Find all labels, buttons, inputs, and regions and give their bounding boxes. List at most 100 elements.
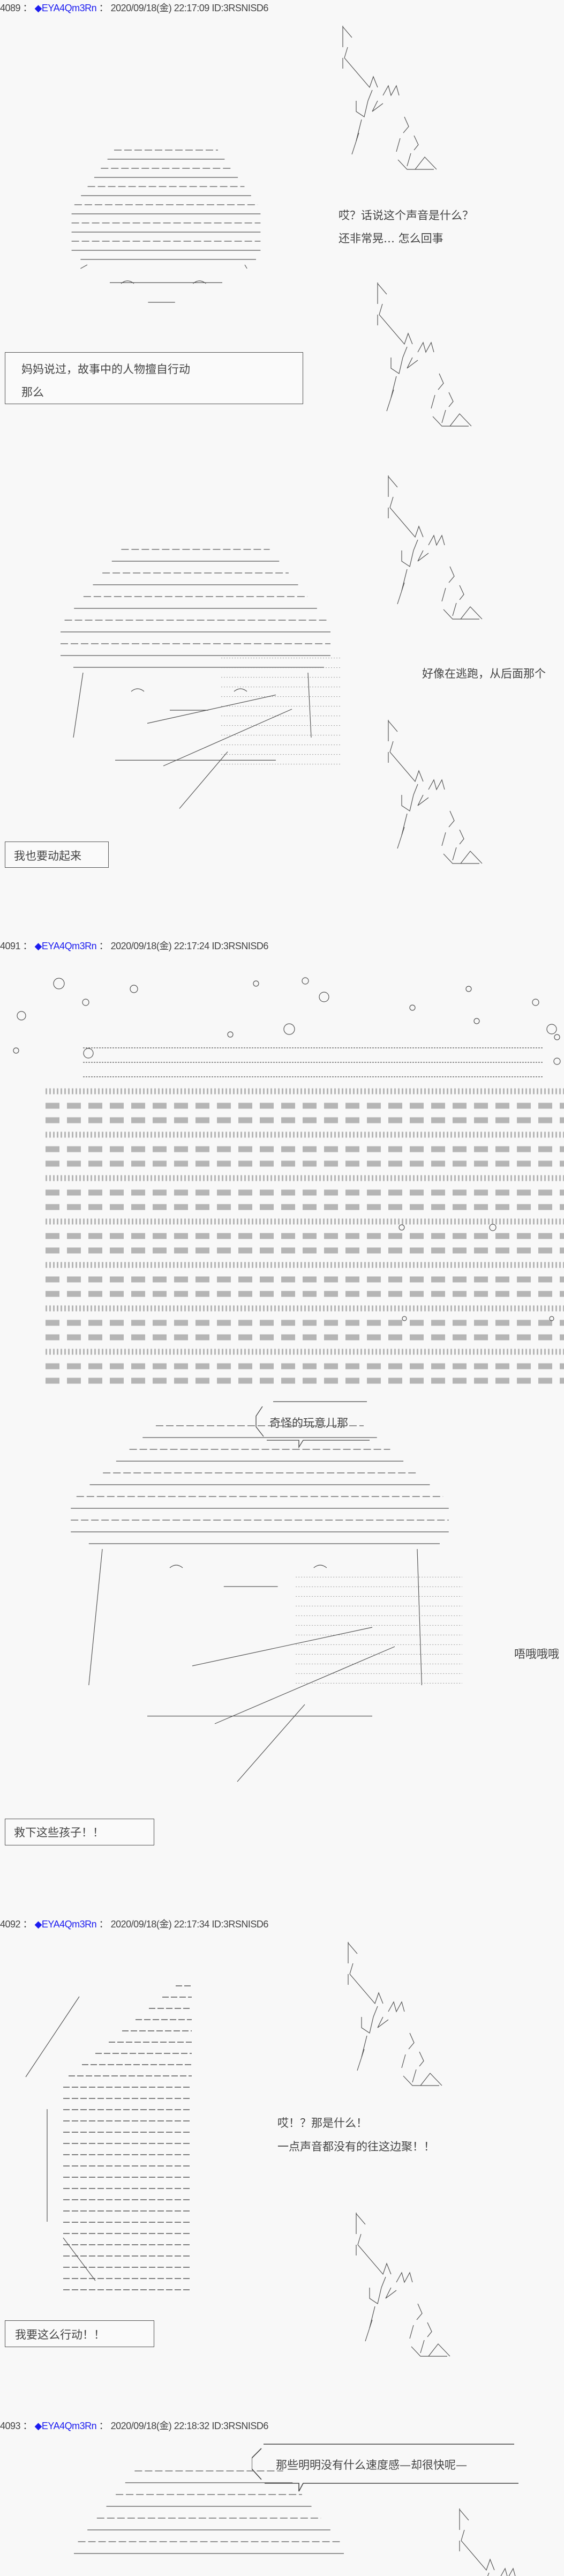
bubble-circle bbox=[554, 1034, 560, 1040]
narration-box: 救下这些孩子！！ bbox=[5, 1819, 154, 1845]
bubble-circle bbox=[283, 1023, 295, 1035]
arm-outline bbox=[147, 694, 292, 809]
lightning-stroke bbox=[377, 2016, 389, 2028]
lightning-stroke bbox=[427, 2322, 432, 2337]
lightning-stroke bbox=[388, 476, 398, 488]
lightning-stroke bbox=[379, 303, 383, 315]
bubble-circle bbox=[82, 999, 89, 1006]
lightning-stroke bbox=[487, 2572, 490, 2576]
long-hair-character-art bbox=[25, 1985, 192, 2290]
bubble-circle bbox=[473, 1018, 480, 1024]
lightning-art bbox=[377, 282, 472, 427]
lightning-stroke bbox=[441, 410, 446, 423]
lightning-stroke bbox=[342, 26, 352, 38]
lightning-art bbox=[356, 2213, 450, 2357]
lightning-stroke bbox=[348, 1942, 358, 1954]
lightning-stroke bbox=[412, 2069, 417, 2083]
bubble-circle bbox=[489, 1224, 497, 1231]
narration-line: 救下这些孩子！！ bbox=[14, 1826, 104, 1839]
lightning-stroke bbox=[396, 2272, 413, 2283]
post-date: 2020/09/18(金) 22:18:32 bbox=[110, 2421, 210, 2431]
bubble-circle bbox=[227, 1031, 234, 1038]
lightning-stroke bbox=[349, 1974, 383, 2005]
post-number: 4091 bbox=[0, 941, 21, 951]
bubble-circle bbox=[130, 985, 138, 993]
lightning-stroke bbox=[407, 357, 418, 369]
lightning-stroke bbox=[397, 159, 434, 170]
bubble-circle bbox=[302, 977, 309, 985]
lightning-stroke bbox=[356, 100, 369, 117]
dialogue-line: 哎！？那是什么！ bbox=[277, 2117, 367, 2130]
lightning-stroke bbox=[452, 602, 457, 616]
dialogue-line: 还非常晃… 怎么回事 bbox=[339, 232, 443, 245]
arm-outline bbox=[192, 1627, 395, 1782]
lightning-stroke bbox=[413, 784, 418, 795]
dialogue-line: 唔哦哦哦 bbox=[514, 1648, 559, 1661]
narration-line: 那么 bbox=[21, 386, 44, 399]
narration-box: 妈妈说过，故事中的人物擅自行动 那么 bbox=[5, 352, 303, 404]
lightning-stroke bbox=[408, 2032, 415, 2050]
poster-id: ID:3RSNISD6 bbox=[212, 1919, 268, 1930]
narration-line: 我也要动起来 bbox=[14, 850, 81, 862]
poster-id: ID:3RSNISD6 bbox=[212, 3, 268, 13]
speech-bubble: 奇怪的玩意儿那 bbox=[252, 1400, 372, 1449]
lightning-stroke bbox=[415, 157, 437, 170]
post-header-4093: 4093 ： ◆EYA4Qm3Rn ： 2020/09/18(金) 22:18:… bbox=[0, 2421, 268, 2431]
lightning-stroke bbox=[390, 357, 403, 374]
poster-trip-link[interactable]: ◆EYA4Qm3Rn bbox=[34, 3, 97, 13]
post-number: 4093 bbox=[0, 2421, 21, 2431]
narration-box: 我也要动起来 bbox=[5, 842, 109, 868]
lightning-stroke bbox=[460, 851, 483, 864]
lightning-stroke bbox=[452, 847, 457, 861]
lightning-stroke bbox=[372, 100, 383, 112]
post-header-4092: 4092 ： ◆EYA4Qm3Rn ： 2020/09/18(金) 22:17:… bbox=[0, 1919, 268, 1930]
face-features bbox=[131, 688, 247, 711]
lightning-art bbox=[348, 1942, 442, 2086]
lightning-stroke bbox=[379, 314, 413, 345]
lightning-stroke bbox=[357, 2233, 362, 2245]
lightning-stroke bbox=[431, 394, 435, 409]
lightning-stroke bbox=[443, 609, 479, 620]
lightning-stroke bbox=[411, 2346, 447, 2357]
lightning-stroke bbox=[409, 2325, 414, 2339]
lightning-stroke bbox=[403, 2075, 439, 2086]
crowd-art bbox=[46, 1047, 564, 1384]
lightning-stroke bbox=[344, 57, 378, 88]
poster-trip-link[interactable]: ◆EYA4Qm3Rn bbox=[34, 2421, 97, 2431]
lightning-stroke bbox=[459, 829, 464, 845]
poster-trip-link[interactable]: ◆EYA4Qm3Rn bbox=[34, 941, 97, 951]
lightning-stroke bbox=[420, 2340, 425, 2354]
lightning-stroke bbox=[356, 2213, 366, 2225]
bubble-circle bbox=[532, 999, 539, 1006]
lightning-stroke bbox=[413, 539, 418, 551]
lightning-stroke bbox=[367, 90, 373, 101]
lightning-stroke bbox=[349, 1963, 354, 1975]
dialogue-line: 好像在逃跑，从后面那个 bbox=[422, 667, 546, 680]
lightning-stroke bbox=[389, 751, 424, 783]
lightning-stroke bbox=[428, 2343, 450, 2357]
dialogue-line: 一点声音都没有的往这边聚！！ bbox=[277, 2140, 435, 2153]
lightning-stroke bbox=[419, 2051, 424, 2067]
post-date: 2020/09/18(金) 22:17:09 bbox=[110, 3, 210, 13]
lightning-stroke bbox=[413, 135, 419, 151]
lightning-stroke bbox=[357, 2244, 392, 2275]
bubble-circle bbox=[319, 992, 329, 1002]
post-date: 2020/09/18(金) 22:17:24 bbox=[110, 941, 210, 951]
lightning-stroke bbox=[397, 582, 405, 605]
bubble-circle bbox=[409, 1004, 416, 1011]
lightning-art bbox=[459, 2508, 516, 2576]
lightning-stroke bbox=[396, 138, 401, 152]
lightning-stroke bbox=[438, 373, 444, 390]
poster-trip-link[interactable]: ◆EYA4Qm3Rn bbox=[34, 1919, 97, 1930]
lightning-stroke bbox=[420, 2073, 442, 2086]
dialogue-line: 哎？话说这个声音是什么？ bbox=[339, 209, 473, 222]
bubble-circle bbox=[546, 1024, 557, 1034]
lightning-stroke bbox=[461, 2529, 465, 2541]
lightning-stroke bbox=[432, 416, 469, 427]
bubble-circle bbox=[402, 1316, 407, 1321]
post-number: 4089 bbox=[0, 3, 21, 13]
lightning-stroke bbox=[459, 585, 464, 600]
lightning-stroke bbox=[461, 2540, 495, 2571]
lightning-stroke bbox=[365, 2319, 373, 2342]
face-outline bbox=[80, 259, 256, 283]
